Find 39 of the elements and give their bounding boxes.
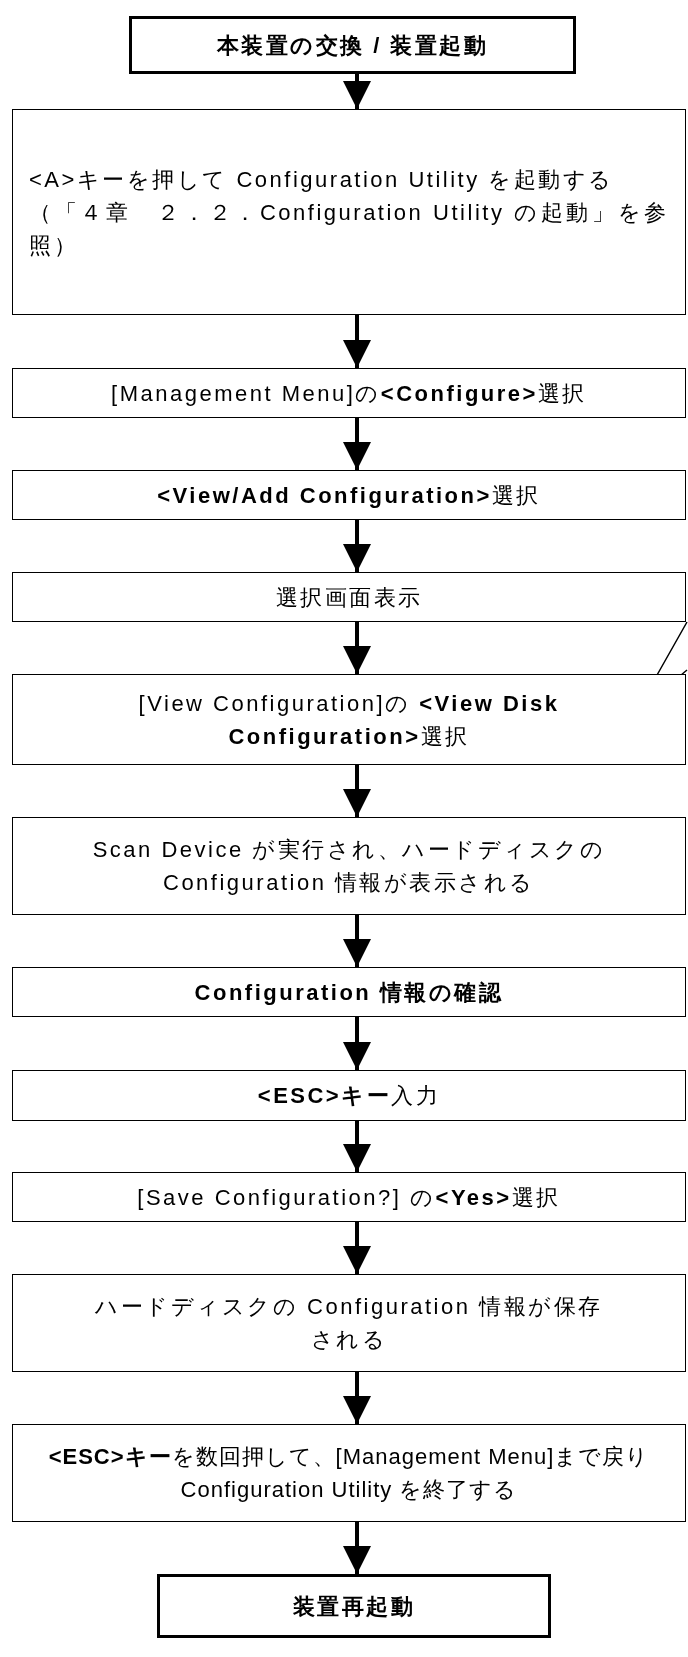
step-text: 装置再起動 — [292, 1592, 416, 1621]
process-box — [12, 572, 686, 622]
arrow — [343, 1222, 371, 1274]
step-text: Configuration 情報の確認 — [194, 978, 504, 1007]
process-box — [12, 817, 686, 915]
arrow — [343, 765, 371, 817]
process-box — [12, 1274, 686, 1372]
step-text: Scan Device が実行され、ハードディスクの Configuration 情報が表示される — [91, 836, 607, 897]
arrow — [343, 1522, 371, 1574]
arrow — [343, 1017, 371, 1070]
terminal-box — [157, 1574, 551, 1638]
step-text: 選択画面表示 — [275, 583, 423, 612]
step-text: ハードディスクの Configuration 情報が保存される — [94, 1293, 604, 1354]
arrow — [343, 74, 371, 109]
process-box — [12, 674, 686, 765]
arrow — [343, 915, 371, 967]
process-box — [12, 1070, 686, 1121]
arrow — [343, 315, 371, 368]
step-text: [Management Menu]の<Configure>選択 — [111, 379, 587, 408]
step-text: [View Configuration]の <View Disk Configuration>選択 — [137, 689, 561, 751]
process-box — [12, 109, 686, 315]
step-text: <ESC>キー入力 — [257, 1082, 441, 1110]
terminal-box — [129, 16, 576, 74]
process-box — [12, 967, 686, 1017]
process-box — [12, 368, 686, 418]
process-box — [12, 470, 686, 520]
step-text: <A>キーを押して Configuration Utility を起動する — [29, 165, 615, 194]
step-text: <ESC>キーを数回押して、[Management Menu]まで戻り Configuration Utility を終了する — [47, 1443, 651, 1504]
process-box — [12, 1424, 686, 1522]
step-text: <View/Add Configuration>選択 — [157, 481, 541, 510]
process-box — [12, 1172, 686, 1222]
arrow — [343, 418, 371, 470]
arrow — [343, 1121, 371, 1172]
arrow — [343, 622, 371, 674]
arrow — [343, 1372, 371, 1424]
step-text: 本装置の交換 / 装置起動 — [216, 31, 489, 60]
arrow — [343, 520, 371, 572]
step-text: （「４章 ２．２．Configuration Utility の起動」を参照） — [29, 198, 669, 260]
step-text: [Save Configuration?] の<Yes>選択 — [137, 1183, 561, 1212]
